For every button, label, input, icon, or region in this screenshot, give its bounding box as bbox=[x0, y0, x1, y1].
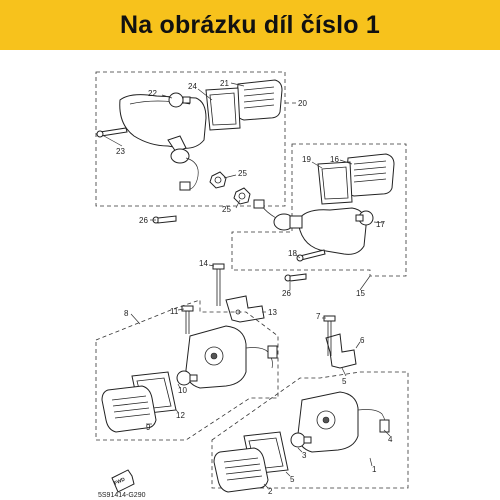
label-5: 5 bbox=[290, 475, 295, 484]
label-13: 13 bbox=[268, 308, 277, 317]
group-outline-15 bbox=[231, 143, 407, 277]
label-19: 19 bbox=[302, 155, 311, 164]
label-24: 24 bbox=[188, 82, 197, 91]
label-4: 4 bbox=[388, 435, 393, 444]
label-3: 3 bbox=[302, 451, 307, 460]
group-outline-8 bbox=[95, 299, 279, 441]
title-banner: Na obrázku díl číslo 1 bbox=[0, 0, 500, 50]
forward-arrow-icon: FWD bbox=[111, 469, 135, 493]
label-12: 12 bbox=[176, 411, 185, 420]
turn-signal-rear-right bbox=[253, 153, 395, 262]
group-outline-1 bbox=[211, 371, 409, 489]
label-21: 21 bbox=[220, 79, 229, 88]
leader-lines bbox=[103, 82, 391, 489]
label-23: 23 bbox=[116, 147, 125, 156]
group-outline-20 bbox=[95, 71, 286, 207]
label-25-middle: 25 bbox=[222, 205, 231, 214]
banner-title: Na obrázku díl číslo 1 bbox=[119, 10, 381, 39]
label-8: 8 bbox=[124, 309, 129, 318]
label-14: 14 bbox=[199, 259, 208, 268]
diagram-code: 5S91414-G290 bbox=[98, 492, 146, 499]
label-10: 10 bbox=[178, 386, 187, 395]
bracket-13 bbox=[225, 295, 265, 323]
label-26-left: 26 bbox=[139, 216, 148, 225]
nut-25-upper bbox=[209, 171, 227, 189]
label-15: 15 bbox=[356, 289, 365, 298]
parts-diagram: FWD 22 24 21 20 23 25 26 19 bbox=[95, 71, 409, 499]
nut-25-middle bbox=[233, 187, 251, 205]
label-16: 16 bbox=[330, 155, 339, 164]
label-18: 18 bbox=[288, 249, 297, 258]
label-5-upper: 5 bbox=[342, 377, 347, 386]
turn-signal-front-right bbox=[213, 391, 390, 493]
turn-signal-rear-left bbox=[96, 79, 283, 191]
label-25-upper: 25 bbox=[238, 169, 247, 178]
label-22: 22 bbox=[148, 89, 157, 98]
turn-signal-front-left bbox=[101, 305, 278, 433]
svg-text:FWD: FWD bbox=[113, 476, 126, 486]
label-7: 7 bbox=[316, 312, 321, 321]
bolt-26-right bbox=[284, 273, 307, 282]
label-2: 2 bbox=[268, 487, 273, 496]
bolt-14 bbox=[212, 263, 225, 306]
bolt-26-left bbox=[152, 215, 177, 224]
bolt-7 bbox=[323, 315, 336, 356]
label-26-right: 26 bbox=[282, 289, 291, 298]
bracket-6 bbox=[325, 333, 357, 369]
label-11: 11 bbox=[170, 307, 179, 316]
label-6: 6 bbox=[360, 336, 365, 345]
label-9: 9 bbox=[146, 423, 151, 432]
label-17: 17 bbox=[376, 220, 385, 229]
label-1: 1 bbox=[372, 465, 377, 474]
label-20: 20 bbox=[298, 99, 307, 108]
